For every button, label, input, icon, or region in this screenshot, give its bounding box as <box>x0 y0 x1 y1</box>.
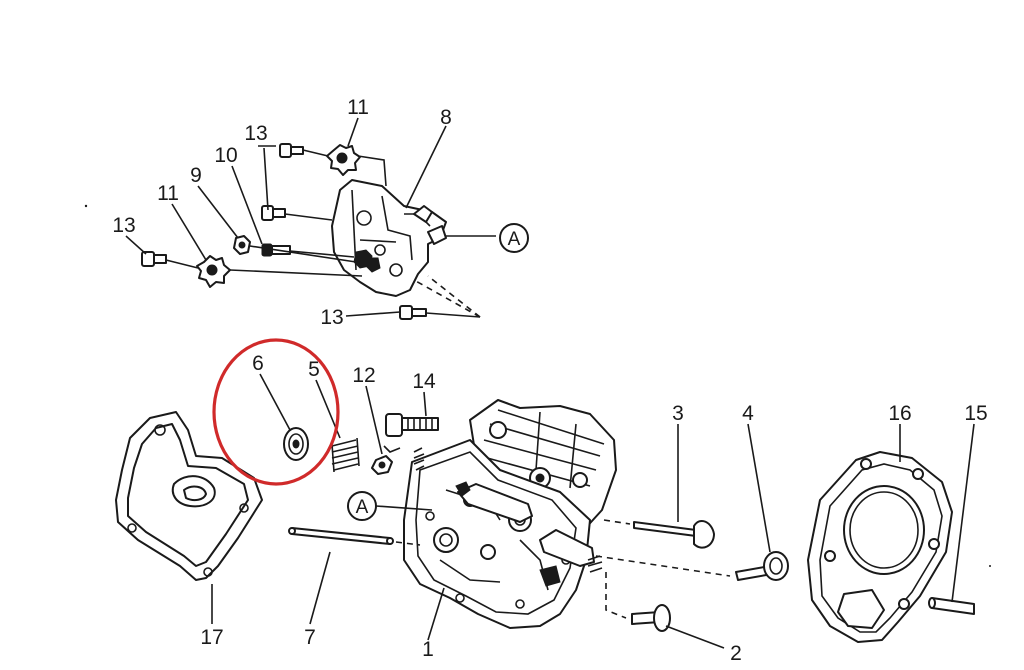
valve-retainer <box>283 427 309 461</box>
bolt-13-left <box>141 251 167 267</box>
highlight-circle <box>212 338 340 486</box>
bolt-13-bottom <box>399 305 427 320</box>
callout-10: 10 <box>214 144 237 167</box>
ref-circle-a-lower: A <box>347 491 377 521</box>
callout-13-bottom: 13 <box>320 306 343 329</box>
callout-13-left: 13 <box>112 214 135 237</box>
ref-circle-a-upper: A <box>499 223 529 253</box>
push-rod <box>288 527 421 546</box>
callout-4: 4 <box>742 402 754 425</box>
valve-spring <box>331 437 360 473</box>
callout-5: 5 <box>308 358 320 381</box>
callout-17: 17 <box>200 626 223 649</box>
valve-3 <box>603 519 715 549</box>
ref-a-upper-label: A <box>508 229 521 250</box>
rocker-cover-gasket <box>115 411 263 581</box>
clip-12 <box>371 445 401 475</box>
bolt-13-upper <box>279 143 304 158</box>
callout-14: 14 <box>412 370 436 393</box>
callout-15: 15 <box>964 402 987 425</box>
callout-3: 3 <box>672 402 684 425</box>
dowel-pin <box>928 597 975 615</box>
callout-9: 9 <box>190 164 202 187</box>
bolt-13-middle <box>261 205 286 221</box>
callout-6: 6 <box>252 352 264 375</box>
leader-lines <box>125 117 975 649</box>
callout-12: 12 <box>352 364 375 387</box>
ref-a-lower-label: A <box>356 497 369 518</box>
callout-13-upper: 13 <box>244 122 267 145</box>
callout-7: 7 <box>304 626 316 649</box>
callout-16: 16 <box>888 402 911 425</box>
callout-11-left: 11 <box>157 182 179 205</box>
callout-11-top: 11 <box>347 96 369 119</box>
valve-seal-4 <box>595 551 789 581</box>
head-gasket <box>807 451 953 643</box>
valve-guide-2 <box>605 572 671 632</box>
callout-1: 1 <box>422 638 434 661</box>
callout-2: 2 <box>730 642 742 665</box>
bolt-14 <box>385 413 439 437</box>
rocker-bracket <box>331 179 447 297</box>
callout-8: 8 <box>440 106 452 129</box>
rocker-bracket-assembly <box>141 143 496 320</box>
cylinder-head <box>403 399 617 629</box>
callout-labels: 11 8 13 10 9 11 13 13 6 5 12 14 3 4 16 1… <box>112 96 987 665</box>
